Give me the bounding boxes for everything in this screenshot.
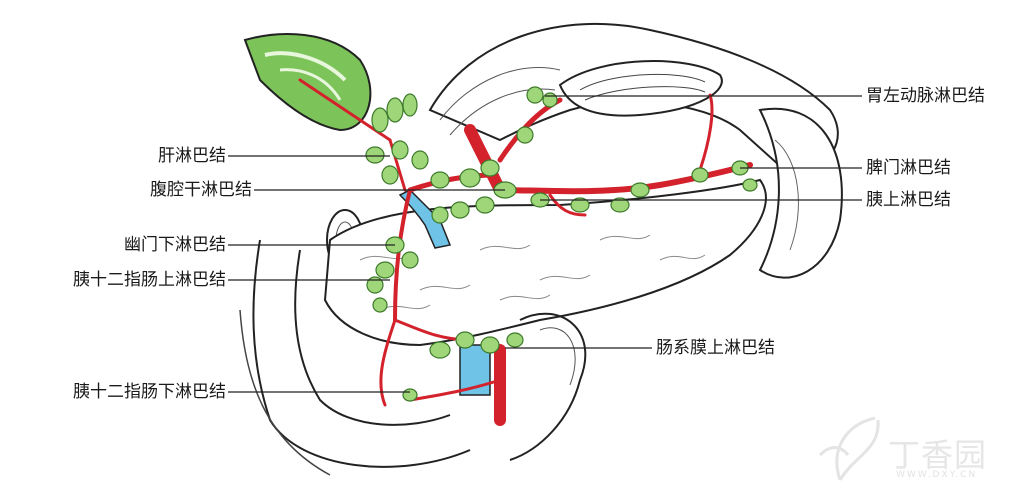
label-superior-mesenteric-nodes: 肠系膜上淋巴结 xyxy=(656,338,775,358)
watermark-url: WWW.DXY.CN xyxy=(896,470,978,480)
lymph-nodes xyxy=(365,86,758,402)
label-suprapancreatic-nodes: 胰上淋巴结 xyxy=(866,190,951,210)
label-sup-pancreaticoduodenal-nodes: 胰十二指肠上淋巴结 xyxy=(73,270,226,290)
label-splenic-hilar-nodes: 脾门淋巴结 xyxy=(866,158,951,178)
spleen xyxy=(758,107,843,279)
label-hepatic-nodes: 肝淋巴结 xyxy=(158,146,226,166)
stomach xyxy=(428,23,839,177)
jejunum xyxy=(509,312,587,461)
label-celiac-nodes: 腹腔干淋巴结 xyxy=(150,180,252,200)
label-subpyloric-nodes: 幽门下淋巴结 xyxy=(124,235,226,255)
leader-lines xyxy=(228,95,862,393)
label-left-gastric-nodes: 胃左动脉淋巴结 xyxy=(866,86,985,106)
label-inf-pancreaticoduodenal-nodes: 胰十二指肠下淋巴结 xyxy=(73,382,226,402)
watermark-logo-icon xyxy=(818,416,880,481)
watermark-brand: 丁香园 xyxy=(888,436,988,474)
